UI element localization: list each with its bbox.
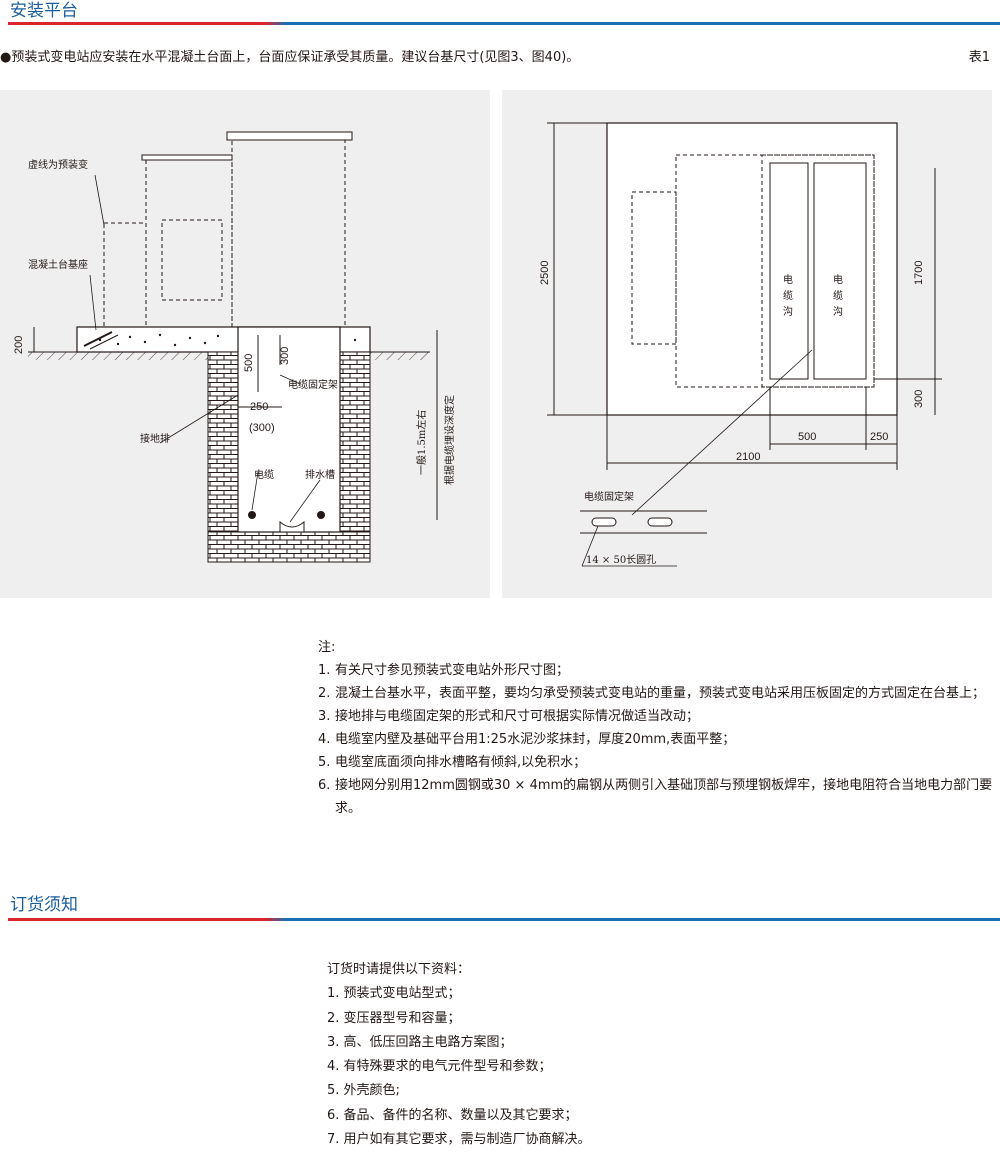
section-title: 安装平台: [10, 1, 78, 21]
label-cable: 电缆: [254, 468, 274, 481]
dim-depth-typical: 一般1.5m左右: [415, 410, 428, 475]
dim-500: 500: [798, 431, 816, 443]
label-cable-bracket: 电缆固定架: [288, 378, 338, 391]
figure-plan-view: 2500 1700 300 500 250 2100 电 缆 沟 电 缆 沟 电…: [502, 90, 992, 598]
dim-300: 300: [913, 390, 925, 408]
label-cable-bracket: 电缆固定架: [584, 490, 634, 503]
figure-section-view: 虚线为预装变 混凝土台基座 接地排 电缆固定架 电缆 排水槽 200 500 3…: [0, 90, 490, 598]
notes-list: 注: 1.有关尺寸参见预装式变电站外形尺寸图； 2.混凝土台基水平，表面平整，要…: [318, 636, 994, 820]
section-title: 订货须知: [10, 895, 78, 915]
section-divider: [8, 22, 1000, 25]
dim-250: 250: [250, 401, 268, 413]
dim-250: 250: [870, 431, 888, 443]
dim-2100: 2100: [736, 451, 760, 463]
label-slot-hole: 14 × 50长圆孔: [586, 554, 656, 566]
note-item: 6.接地网分别用12mm圆钢或30 × 4mm的扁钢从两侧引入基础顶部与预埋钢板…: [318, 778, 993, 816]
dim-depth-note: 根据电缆埋设深度定: [443, 395, 456, 485]
dim-2500: 2500: [539, 261, 551, 285]
intro-paragraph: ●预装式变电站应安装在水平混凝土台面上，台面应保证承受其质量。建议台基尺寸(见图…: [0, 48, 990, 68]
trench-b-char-3: 沟: [833, 305, 843, 318]
dim-200: 200: [13, 336, 25, 354]
section-view-drawing: 虚线为预装变 混凝土台基座 接地排 电缆固定架 电缆 排水槽 200 500 3…: [13, 131, 456, 563]
order-item: 7. 用户如有其它要求，需与制造厂协商解决。: [327, 1132, 591, 1148]
order-item: 2. 变压器型号和容量；: [327, 1010, 461, 1026]
note-item: 2.混凝土台基水平，表面平整，要均匀承受预装式变电站的重量，预装式变电站采用压板…: [318, 686, 986, 701]
table-reference: 表1: [968, 50, 990, 65]
intro-text: ●预装式变电站应安装在水平混凝土台面上，台面应保证承受其质量。建议台基尺寸(见图…: [0, 50, 580, 65]
order-title: 订货时请提供以下资料：: [327, 962, 471, 977]
dim-250-alt: (300): [249, 422, 275, 434]
trench-a-char-2: 缆: [783, 289, 793, 302]
note-item: 5.电缆室底面须向排水槽略有倾斜,以免积水；: [318, 755, 587, 770]
note-item: 1.有关尺寸参见预装式变电站外形尺寸图；: [318, 663, 570, 678]
note-item: 3.接地排与电缆固定架的形式和尺寸可根据实际情况做适当改动；: [318, 709, 700, 724]
trench-a-char-3: 沟: [783, 305, 793, 318]
trench-a-char-1: 电: [783, 273, 793, 286]
section-header-ordering: 订货须知: [0, 894, 1000, 924]
order-item: 6. 备品、备件的名称、数量以及其它要求；: [327, 1107, 578, 1123]
order-item: 4. 有特殊要求的电气元件型号和参数；: [327, 1059, 552, 1075]
label-dashed-transformer: 虚线为预装变: [28, 158, 88, 171]
plan-view-drawing: 2500 1700 300 500 250 2100 电 缆 沟 电 缆 沟 电…: [539, 122, 942, 567]
trench-b-char-1: 电: [833, 273, 843, 286]
order-item: 5. 外壳颜色;: [327, 1083, 400, 1099]
dim-1700: 1700: [913, 261, 925, 285]
note-item: 4.电缆室内壁及基础平台用1:25水泥沙浆抹封，厚度20mm,表面平整；: [318, 732, 736, 747]
order-item: 1. 预装式变电站型式；: [327, 986, 461, 1002]
order-item: 3. 高、低压回路主电路方案图；: [327, 1034, 513, 1050]
label-concrete-base: 混凝土台基座: [28, 258, 88, 271]
order-info-list: 订货时请提供以下资料： 1. 预装式变电站型式； 2. 变压器型号和容量； 3.…: [327, 958, 987, 1152]
dim-500: 500: [243, 354, 255, 372]
label-drain: 排水槽: [305, 468, 335, 481]
section-divider: [8, 918, 1000, 921]
section-header-installation: 安装平台: [0, 0, 1000, 30]
notes-title: 注:: [318, 640, 336, 655]
dim-300: 300: [279, 347, 291, 365]
label-ground-bar: 接地排: [140, 432, 170, 445]
trench-b-char-2: 缆: [833, 289, 843, 302]
